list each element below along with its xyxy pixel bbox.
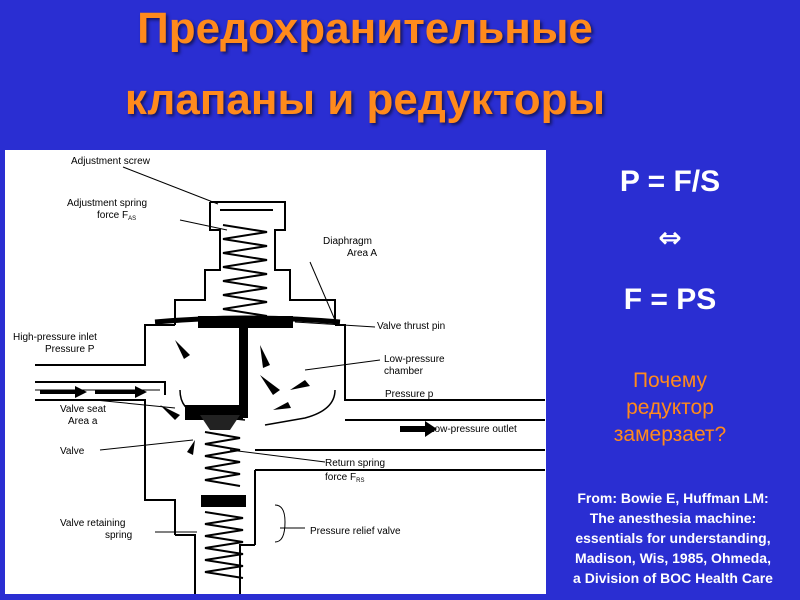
- label-pressure-p-upper: Pressure P: [45, 344, 95, 355]
- label-chamber: chamber: [384, 366, 424, 377]
- inlet-passage-upper: [35, 381, 166, 395]
- relief-valve-disc: [201, 495, 246, 507]
- flow-arrows: [40, 340, 437, 455]
- leader-lines: [94, 166, 381, 533]
- diaphragm-plate: [198, 316, 293, 328]
- source-line: a Division of BOC Health Care: [573, 570, 773, 586]
- formula-force: F = PS: [623, 283, 717, 316]
- label-pressure-p-lower: Pressure p: [385, 389, 434, 400]
- label-pressure-relief-valve: Pressure relief valve: [310, 526, 401, 537]
- slide-title-line-2: клапаны и редукторы: [124, 75, 606, 124]
- bonnet-right-wall: [210, 201, 336, 325]
- label-valve-thrust-pin: Valve thrust pin: [377, 321, 445, 332]
- label-valve: Valve: [60, 446, 85, 457]
- bonnet-left-wall: [174, 202, 221, 325]
- label-area-a-upper: Area A: [347, 248, 377, 259]
- label-area-a-lower: Area a: [68, 416, 98, 427]
- inlet-passage-lower: [35, 399, 176, 535]
- valve: [200, 415, 240, 430]
- label-adjustment-spring-force: force FAS: [97, 210, 136, 222]
- source-line: The anesthesia machine:: [589, 510, 757, 526]
- source-line: Madison, Wis, 1985, Ohmeda,: [575, 550, 771, 566]
- equivalence-icon: ⇔: [658, 221, 682, 254]
- label-low-pressure: Low-pressure: [384, 354, 445, 365]
- return-spring: [204, 431, 241, 487]
- label-valve-retaining: Valve retaining: [60, 518, 125, 529]
- label-return-spring: Return spring: [325, 458, 385, 469]
- regulator-schematic: Adjustment screw Adjustment spring force…: [13, 156, 545, 594]
- label-low-pressure-outlet: Low-pressure outlet: [429, 424, 517, 435]
- slide-title-line-1: Предохранительные: [137, 4, 593, 53]
- source-line: From: Bowie E, Huffman LM:: [577, 490, 769, 506]
- label-diaphragm: Diaphragm: [323, 236, 372, 247]
- label-spring: spring: [105, 530, 132, 541]
- housing-upper-left: [35, 324, 175, 366]
- valve-thrust-pin: [239, 328, 248, 418]
- source-citation: From: Bowie E, Huffman LM: The anesthesi…: [549, 488, 797, 588]
- label-high-pressure-inlet: High-pressure inlet: [13, 332, 97, 343]
- pressure-regulator-diagram: Adjustment screw Adjustment spring force…: [5, 150, 546, 594]
- source-line: essentials for understanding,: [575, 530, 771, 546]
- adjustment-spring: [222, 224, 268, 317]
- relief-valve-spring: [204, 511, 244, 579]
- outlet-passage-lower: [254, 469, 545, 545]
- adjustment-screw-threads: [217, 201, 277, 211]
- question-line: редуктор: [626, 396, 714, 419]
- question-line: Почему: [632, 369, 708, 392]
- label-valve-seat: Valve seat: [60, 404, 106, 415]
- relief-bracket: [274, 504, 286, 543]
- question-text: Почему редуктор замерзает?: [555, 367, 785, 448]
- relief-housing: [175, 534, 255, 560]
- label-return-spring-force: force FRS: [325, 472, 364, 484]
- label-adjustment-screw: Adjustment screw: [71, 156, 151, 167]
- label-adjustment-spring: Adjustment spring: [67, 198, 147, 209]
- question-line: замерзает?: [613, 423, 727, 446]
- formula-pressure: P = F/S: [619, 165, 721, 198]
